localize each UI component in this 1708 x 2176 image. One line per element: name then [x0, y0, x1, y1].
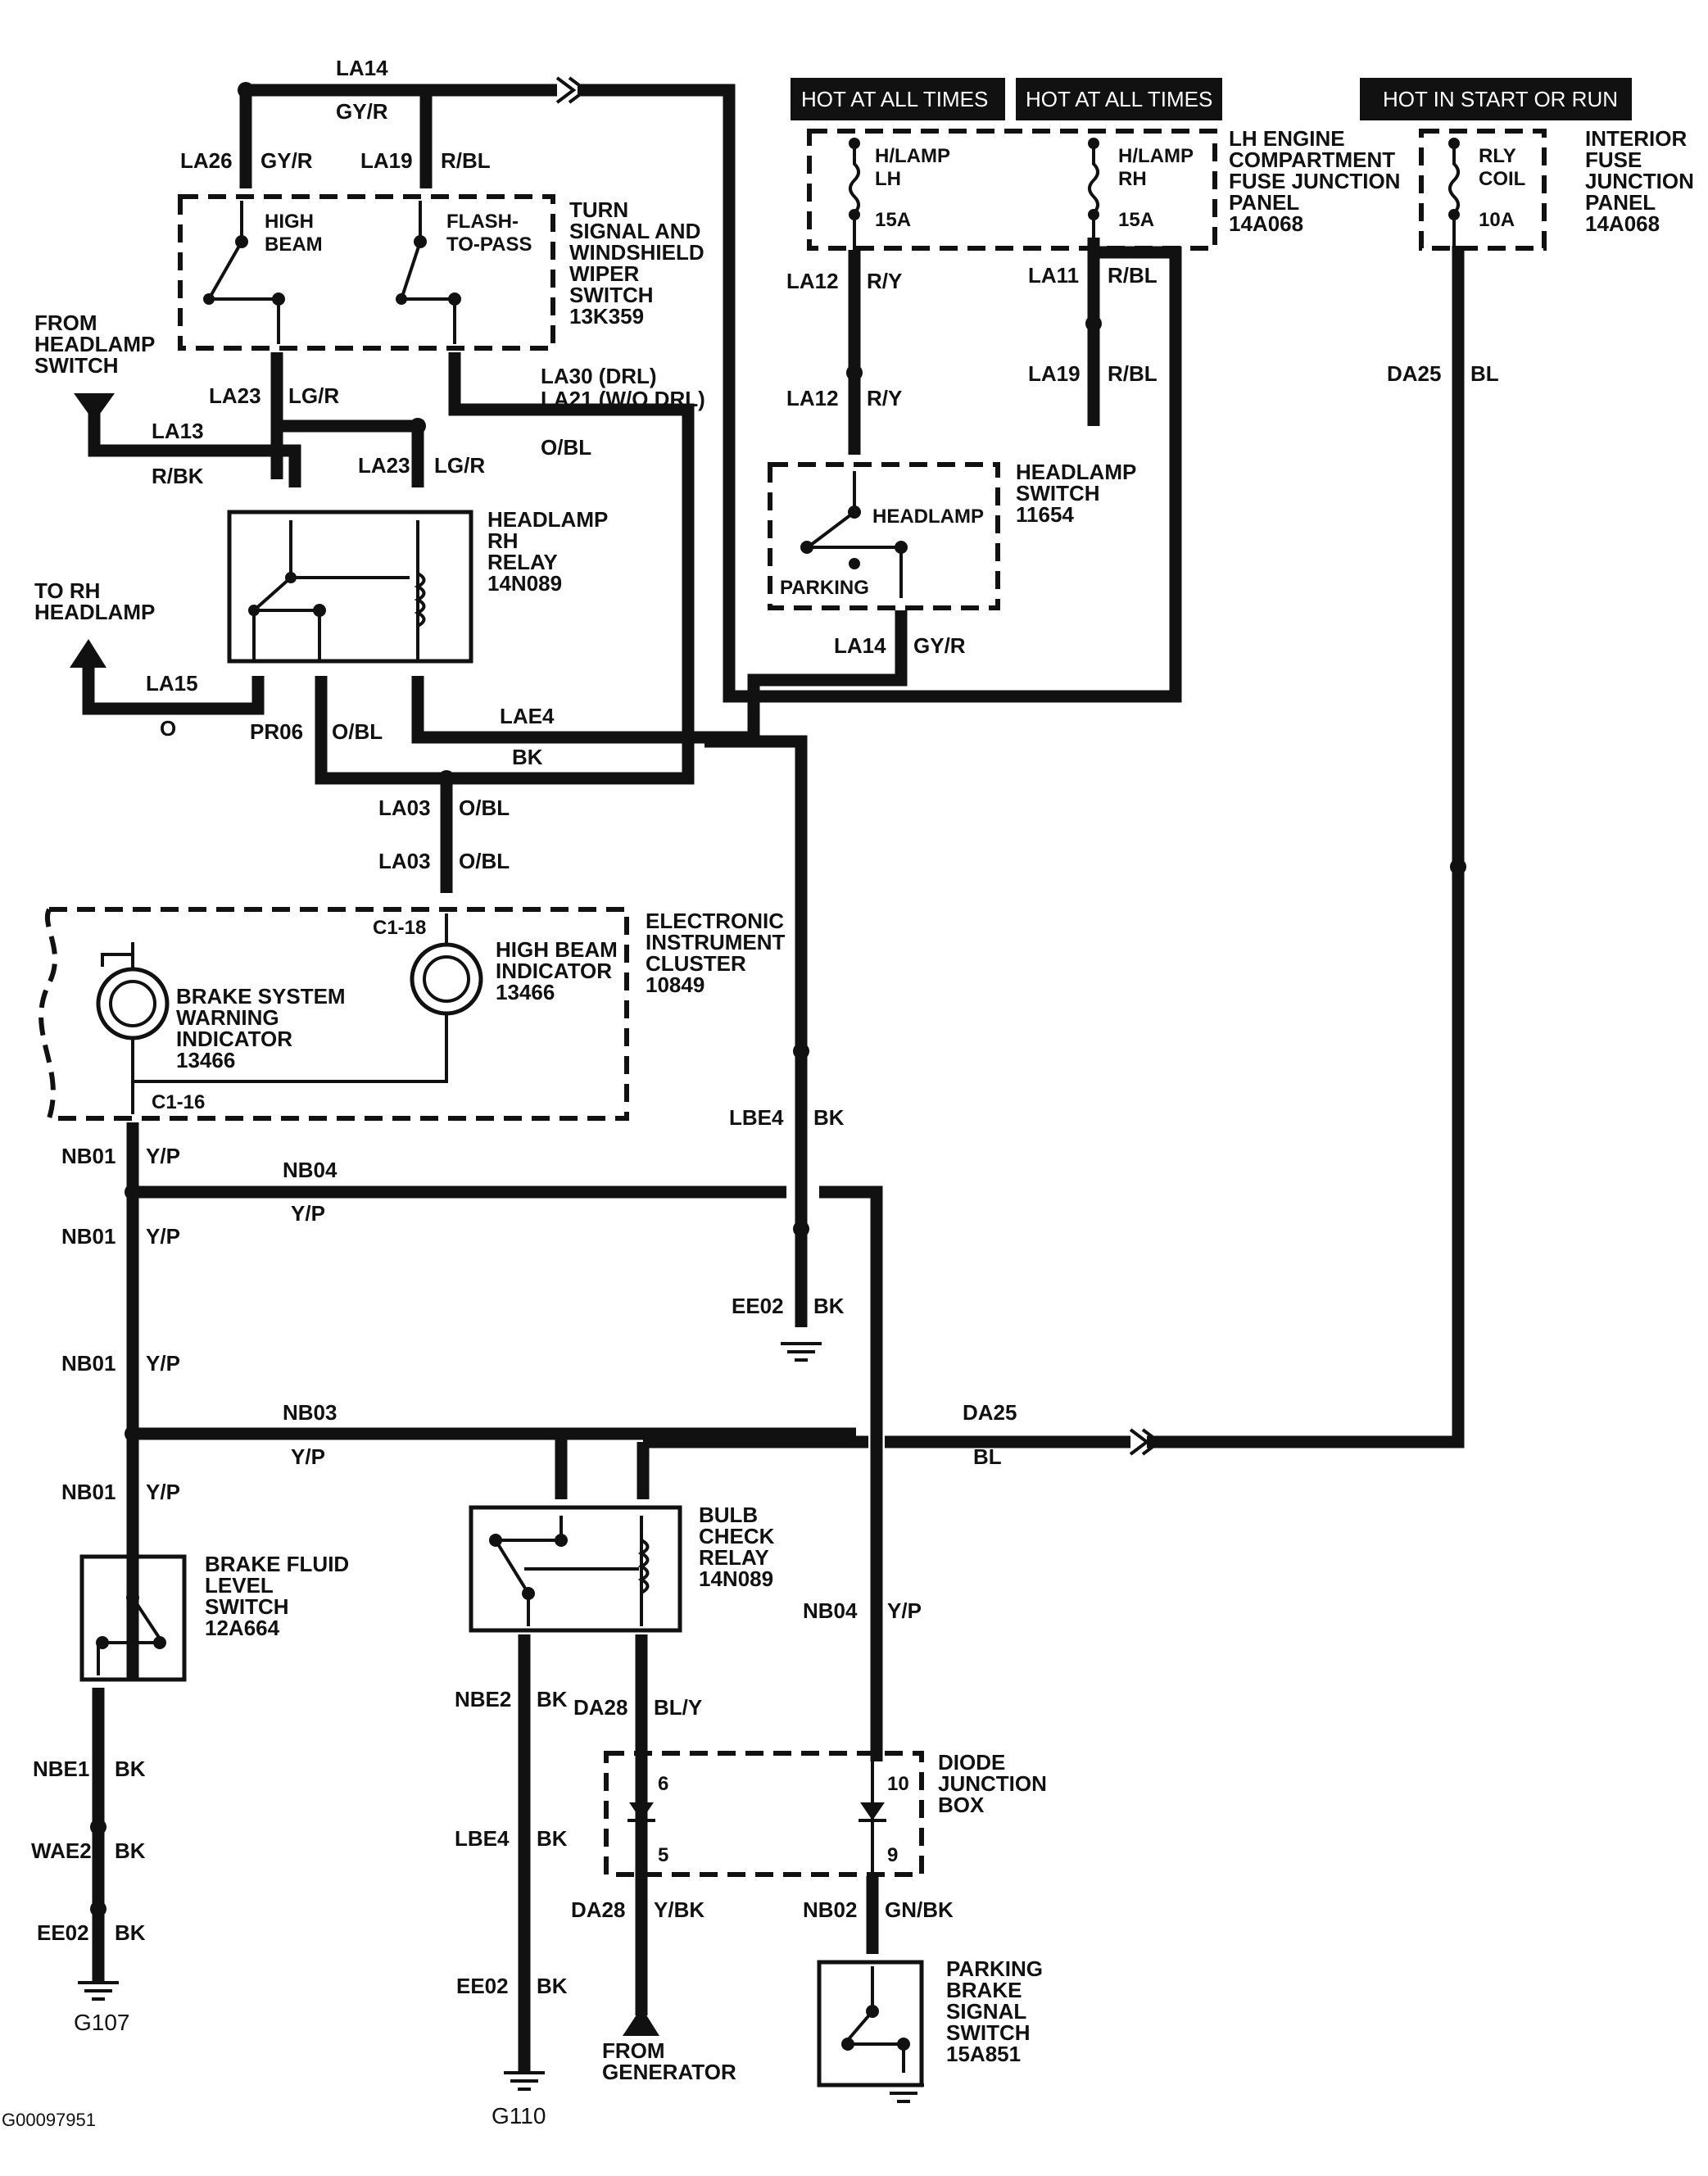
interior-fuse-panel-label: INTERIOR FUSE JUNCTION PANEL 14A068: [1585, 126, 1700, 236]
parking-position-label: PARKING: [780, 577, 869, 599]
instrument-cluster-label: ELECTRONIC INSTRUMENT CLUSTER 10849: [646, 909, 791, 997]
brake-warning-indicator-label: BRAKE SYSTEM WARNING INDICATOR 13466: [176, 984, 351, 1072]
ground-g107: G107: [74, 2010, 130, 2035]
from-headlamp-switch-label: FROM HEADLAMP SWITCH: [34, 311, 161, 378]
from-generator-label: FROM GENERATOR: [602, 2038, 736, 2084]
flash-to-pass-label: FLASH-TO-PASS: [446, 211, 532, 256]
pin-c1-16: C1-16: [152, 1091, 205, 1113]
headlamp-switch-label: HEADLAMP SWITCH 11654: [1016, 460, 1142, 527]
wire-la30: LA30 (DRL)LA21 (W/O DRL)O/BL: [541, 364, 705, 460]
wires: [82, 84, 1465, 2073]
parking-brake-switch-label: PARKING BRAKE SIGNAL SWITCH 15A851: [946, 1956, 1049, 2066]
hot-label-1: HOT AT ALL TIMES: [801, 87, 988, 111]
brake-fluid-switch-label: BRAKE FLUID LEVEL SWITCH 12A664: [205, 1552, 355, 1640]
lh-fuse-panel-label: LH ENGINE COMPARTMENT FUSE JUNCTION PANE…: [1229, 126, 1407, 236]
hot-label-3: HOT IN START OR RUN: [1383, 87, 1618, 111]
ground-g110: G110: [492, 2103, 546, 2128]
headlamp-position-label: HEADLAMP: [872, 505, 984, 528]
component-labels: LH ENGINE COMPARTMENT FUSE JUNCTION PANE…: [34, 126, 1700, 2084]
hot-bar-1: [791, 78, 1005, 120]
bulb-check-relay-label: BULB CHECK RELAY 14N089: [699, 1503, 781, 1591]
pin-c1-18: C1-18: [373, 917, 426, 939]
hot-label-bars: HOT AT ALL TIMES HOT AT ALL TIMES HOT IN…: [791, 78, 1632, 120]
headlamp-rh-relay-label: HEADLAMP RH RELAY 14N089: [487, 507, 614, 596]
hot-bar-3: [1360, 78, 1632, 120]
pin-5: 5: [658, 1844, 668, 1866]
pin-9: 9: [887, 1844, 898, 1866]
ground-labels: G107 G110 G00097951: [2, 2010, 546, 2130]
ground-symbols: [78, 1342, 924, 2103]
junction-dots: [90, 82, 1466, 1917]
diode-junction-box-label: DIODE JUNCTION BOX: [938, 1750, 1053, 1817]
high-beam-indicator-label: HIGH BEAM INDICATOR 13466: [496, 937, 623, 1004]
turn-signal-switch-label: TURN SIGNAL AND WINDSHIELD WIPER SWITCH …: [569, 197, 710, 329]
fuses: [849, 138, 1460, 250]
figure-id: G00097951: [2, 2110, 96, 2130]
to-rh-headlamp-label: TO RH HEADLAMP: [34, 578, 155, 624]
connector-arrows: [70, 76, 1162, 2036]
pin-10: 10: [887, 1773, 909, 1795]
hot-bar-2: [1016, 78, 1222, 120]
hot-label-2: HOT AT ALL TIMES: [1026, 87, 1212, 111]
switch-contacts: [96, 201, 910, 2073]
dashed-boxes: [39, 129, 1547, 1877]
pin-6: 6: [658, 1773, 668, 1795]
